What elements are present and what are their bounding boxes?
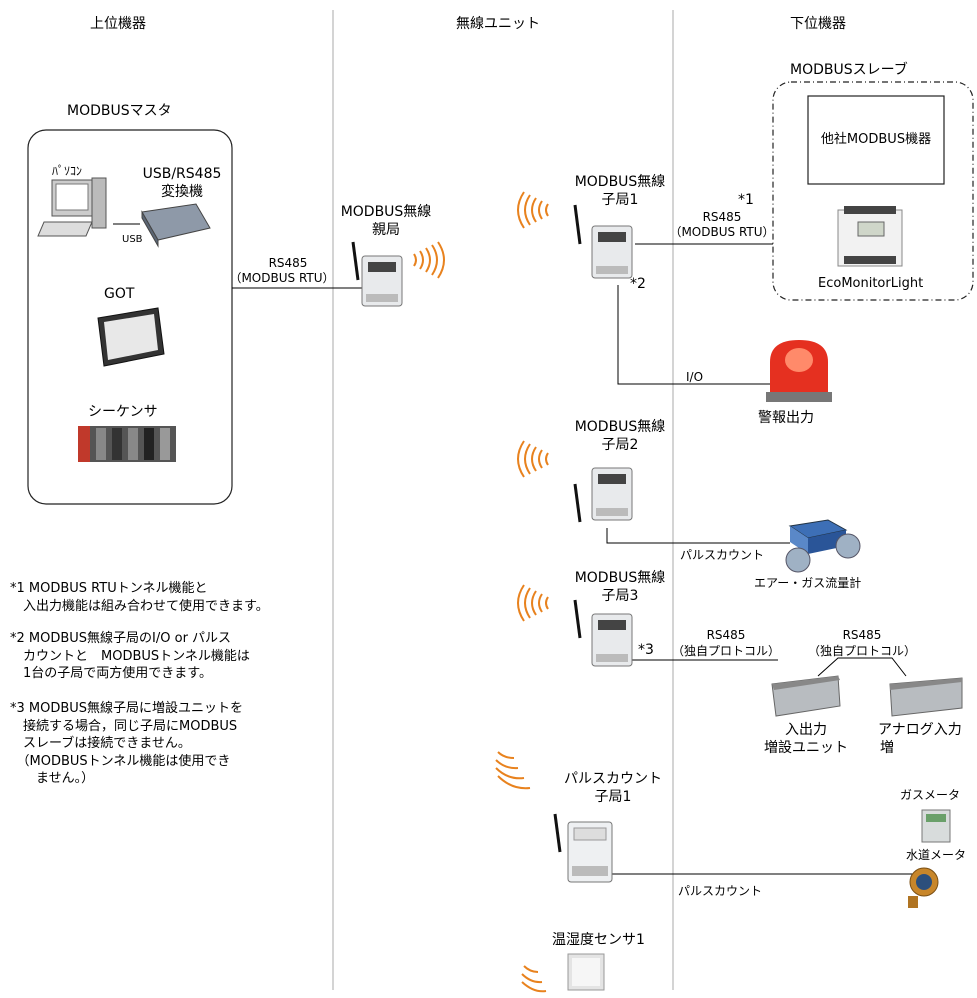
analog-unit-label-1: アナログ入力 (878, 722, 962, 738)
radio-wave-humidity (521, 965, 547, 993)
pc-icon (37, 177, 107, 237)
note-1: *1 MODBUS RTUトンネル機能と 入出力機能は組み合わせて使用できます。 (10, 580, 269, 615)
usb-label: USB (122, 234, 143, 245)
flowmeter-icon (785, 519, 861, 573)
note-2-line-3: 1台の子局で両方使用できます。 (10, 666, 212, 682)
note-2: *2 MODBUS無線子局のI/O or パルス カウントと MODBUSトンネ… (10, 630, 250, 683)
humidity-label: 温湿度センサ1 (552, 932, 645, 948)
rs-a-label-2: （独自プロトコル） (671, 644, 780, 658)
child2-label-1: MODBUS無線 (574, 419, 666, 435)
parent-label-1: MODBUS無線 (340, 204, 432, 220)
child1-label-1: MODBUS無線 (574, 174, 666, 190)
parent-link-label-2: （MODBUS RTU） (229, 271, 335, 285)
humidity-sensor-icon (567, 953, 605, 991)
gas-meter-label: ガスメータ (900, 788, 961, 802)
analog-unit-label-2: 増 (880, 740, 894, 756)
child2-unit-icon (573, 467, 633, 523)
pc-label: ﾊﾟｿｺﾝ (52, 164, 83, 178)
pulse-child-unit-icon (553, 813, 613, 883)
other-modbus-box (807, 95, 945, 185)
converter-icon (141, 203, 211, 248)
radio-wave-pulse (495, 751, 531, 790)
column-header-upper: 上位機器 (90, 16, 146, 32)
mark-3: *3 (638, 642, 654, 658)
child3-label-1: MODBUS無線 (574, 570, 666, 586)
pulse-child-pulse-label: パルスカウント (678, 884, 763, 898)
sequencer-label: シーケンサ (88, 404, 158, 420)
child3-label-2: 子局3 (601, 588, 639, 604)
mark-1: *1 (738, 192, 754, 208)
radio-wave-child1 (517, 191, 549, 229)
note-1-line-2: 入出力機能は組み合わせて使用できます。 (10, 598, 269, 614)
master-box (27, 129, 233, 505)
rs-a-label-1: RS485 (706, 628, 746, 642)
io-unit-label-1: 入出力 (785, 722, 827, 738)
column-header-lower: 下位機器 (790, 16, 846, 32)
master-title: MODBUSマスタ (67, 103, 172, 119)
gas-meter-icon (921, 809, 951, 843)
radio-wave-parent (413, 241, 445, 279)
water-meter-label: 水道メータ (906, 848, 967, 862)
child2-label-2: 子局2 (601, 437, 639, 453)
alarm-lamp-icon (766, 340, 832, 402)
child1-link-label-2: （MODBUS RTU） (669, 225, 775, 239)
mark-2: *2 (630, 276, 646, 292)
child1-label-2: 子局1 (601, 192, 639, 208)
parent-unit-icon (351, 241, 403, 307)
eco-monitor-label: EcoMonitorLight (818, 276, 924, 291)
child2-pulse-label: パルスカウント (680, 548, 765, 562)
line-child2-flow (606, 528, 790, 544)
converter-label-1: USB/RS485 (142, 166, 222, 182)
note-3-line-5: ません。） (10, 771, 95, 787)
radio-wave-child2 (517, 440, 549, 478)
radio-wave-child3 (517, 584, 549, 622)
got-label: GOT (104, 286, 135, 302)
column-header-wireless: 無線ユニット (456, 16, 540, 32)
child1-link-label-1: RS485 (702, 210, 742, 224)
note-2-line-2: カウントと MODBUSトンネル機能は (10, 648, 250, 664)
parent-link-label-1: RS485 (268, 256, 308, 270)
note-3-line-3: スレーブは接続できません。 (10, 736, 191, 752)
water-meter-icon (908, 867, 939, 908)
pulse-child-label-1: パルスカウント (564, 771, 662, 787)
other-modbus-label: 他社MODBUS機器 (820, 132, 932, 147)
rs-b-label-1: RS485 (842, 628, 882, 642)
io-label: I/O (686, 370, 704, 384)
parent-label-2: 親局 (372, 222, 400, 238)
note-1-line-1: *1 MODBUS RTUトンネル機能と (10, 581, 208, 596)
child3-unit-icon (573, 599, 633, 667)
converter-label-2: 変換機 (161, 184, 203, 200)
analog-unit-icon (889, 677, 963, 717)
child1-unit-icon (573, 204, 633, 279)
note-2-line-1: *2 MODBUS無線子局のI/O or パルス (10, 631, 232, 646)
note-3-line-1: *3 MODBUS無線子局に増設ユニットを (10, 701, 244, 716)
note-3-line-4: （MODBUSトンネル機能は使用でき (10, 753, 231, 769)
alarm-label: 警報出力 (758, 410, 814, 426)
pulse-child-label-2: 子局1 (594, 789, 632, 805)
note-3-line-2: 接続する場合，同じ子局にMODBUS (10, 718, 238, 734)
slave-box (772, 81, 974, 301)
flowmeter-label: エアー・ガス流量計 (754, 576, 862, 590)
slave-title: MODBUSスレーブ (790, 62, 908, 78)
io-unit-label-2: 増設ユニット (764, 740, 848, 756)
got-icon (97, 307, 165, 367)
line-io-analog (817, 657, 907, 677)
rs-b-label-2: （独自プロトコル） (807, 644, 916, 658)
note-3: *3 MODBUS無線子局に増設ユニットを 接続する場合，同じ子局にMODBUS… (10, 700, 243, 788)
sequencer-icon (78, 426, 176, 462)
eco-monitor-icon (837, 206, 903, 267)
line-child1-alarm (617, 285, 770, 385)
io-unit-icon (771, 675, 841, 717)
